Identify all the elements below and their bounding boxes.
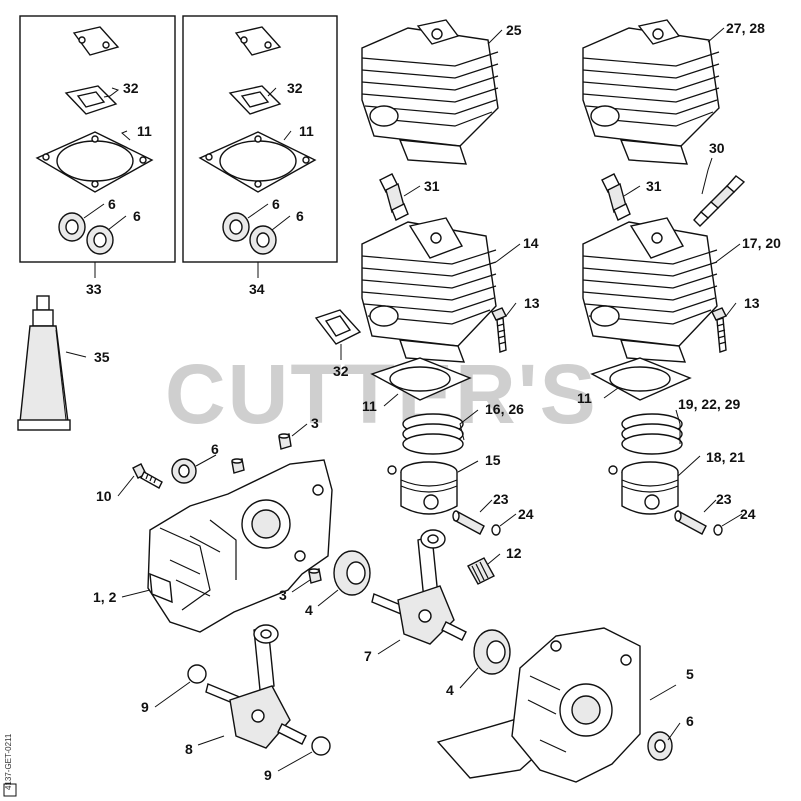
crankcase-1-2 [147, 459, 333, 633]
spark-plug-30 [693, 175, 746, 227]
cylinder-27-28 [582, 19, 720, 165]
cylinder-14 [361, 217, 497, 363]
grease-tube-35 [17, 295, 71, 431]
sleeve-3a [278, 433, 292, 450]
piston-pin-23a [452, 510, 485, 535]
figure-code-box [3, 783, 17, 797]
callout-5: 5 [686, 666, 694, 682]
piston-18-21 [608, 461, 679, 515]
decompression-valve-31a [379, 173, 409, 221]
callout-6: 6 [272, 196, 280, 212]
callout-23: 23 [716, 491, 732, 507]
callout-6: 6 [686, 713, 694, 729]
callout-labels: 32 11 6 6 33 32 11 6 6 34 35 25 27, 28 3… [86, 20, 781, 783]
callout-31: 31 [646, 178, 662, 194]
gasket-kit-33 [19, 15, 176, 263]
crankshaft-8 [205, 624, 307, 749]
callout-9: 9 [264, 767, 272, 783]
screw-10 [132, 463, 163, 489]
callout-12: 12 [506, 545, 522, 561]
callout-4: 4 [305, 602, 313, 618]
callout-25: 25 [506, 22, 522, 38]
callout-11: 11 [577, 390, 592, 406]
callout-34: 34 [249, 281, 265, 297]
callout-6: 6 [211, 441, 219, 457]
callout-4: 4 [446, 682, 454, 698]
callout-10: 10 [96, 488, 112, 504]
crankcase-5 [436, 627, 641, 783]
o-ring-9a [187, 664, 207, 684]
callout-11: 11 [137, 123, 152, 139]
circlip-24b [713, 524, 723, 536]
callout-23: 23 [493, 491, 509, 507]
callout-14: 14 [523, 235, 539, 251]
o-ring-9b [311, 736, 331, 756]
callout-30: 30 [709, 140, 725, 156]
callout-17-20: 17, 20 [742, 235, 781, 251]
callout-32: 32 [123, 80, 139, 96]
callout-32: 32 [287, 80, 303, 96]
callout-24: 24 [740, 506, 756, 522]
seal-6-right [647, 731, 673, 761]
callout-11: 11 [299, 123, 314, 139]
cylinder-25 [361, 19, 499, 165]
crankshaft-7 [371, 529, 467, 645]
figure-code: 4137-GET-0211 [4, 733, 13, 790]
screw-13a [491, 307, 507, 353]
callout-11: 11 [362, 398, 377, 414]
decompression-valve-31b [601, 173, 631, 221]
watermark: CUTTER'S [165, 347, 598, 441]
callout-1-2: 1, 2 [93, 589, 117, 605]
ball-bearing-4b [473, 629, 511, 675]
callout-32: 32 [333, 363, 349, 379]
circlip-24a [491, 524, 501, 536]
piston-15 [387, 461, 458, 515]
callout-7: 7 [364, 648, 372, 664]
base-gasket-11a [370, 357, 472, 401]
callout-24: 24 [518, 506, 534, 522]
gasket-32-loose [314, 309, 362, 345]
base-gasket-11b [590, 357, 692, 401]
callout-33: 33 [86, 281, 102, 297]
callout-3: 3 [279, 587, 287, 603]
callout-19-22-29: 19, 22, 29 [678, 396, 740, 412]
callout-6: 6 [108, 196, 116, 212]
callout-6: 6 [296, 208, 304, 224]
piston-rings-16-26 [402, 413, 464, 455]
ball-bearing-4a [333, 550, 371, 596]
callout-31: 31 [424, 178, 440, 194]
seal-6-left [171, 458, 197, 484]
screw-13b [711, 307, 727, 353]
callout-16-26: 16, 26 [485, 401, 524, 417]
callout-27-28: 27, 28 [726, 20, 765, 36]
piston-rings-19-22-29 [621, 413, 683, 455]
cylinder-17-20 [582, 217, 718, 363]
callout-35: 35 [94, 349, 110, 365]
callout-8: 8 [185, 741, 193, 757]
sleeve-3b [308, 568, 322, 584]
sleeve-3 [231, 458, 245, 474]
callout-9: 9 [141, 699, 149, 715]
gasket-kit-34 [182, 15, 338, 263]
piston-pin-23b [674, 510, 707, 535]
callout-6: 6 [133, 208, 141, 224]
callout-13: 13 [524, 295, 540, 311]
callout-15: 15 [485, 452, 501, 468]
leader-lines [65, 27, 743, 772]
callout-18-21: 18, 21 [706, 449, 745, 465]
callout-3: 3 [311, 415, 319, 431]
needle-cage-12 [467, 557, 495, 585]
callout-13: 13 [744, 295, 760, 311]
